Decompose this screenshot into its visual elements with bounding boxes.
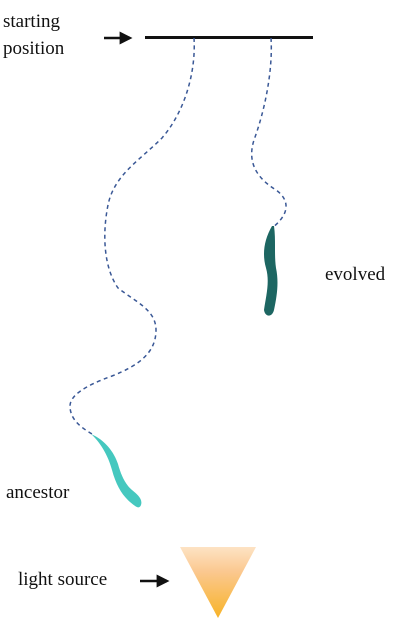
evolved-label: evolved [325, 263, 385, 286]
evolved-swim-path [252, 38, 286, 228]
starting-position-label-line1: starting [3, 10, 60, 33]
evolved-organism [264, 226, 277, 316]
starting-position-label-line2: position [3, 37, 64, 60]
ancestor-organism [91, 434, 141, 507]
ancestor-swim-path [70, 38, 194, 434]
light-source-beam [180, 547, 256, 618]
ancestor-label: ancestor [6, 481, 69, 504]
light-source-label: light source [18, 568, 107, 591]
